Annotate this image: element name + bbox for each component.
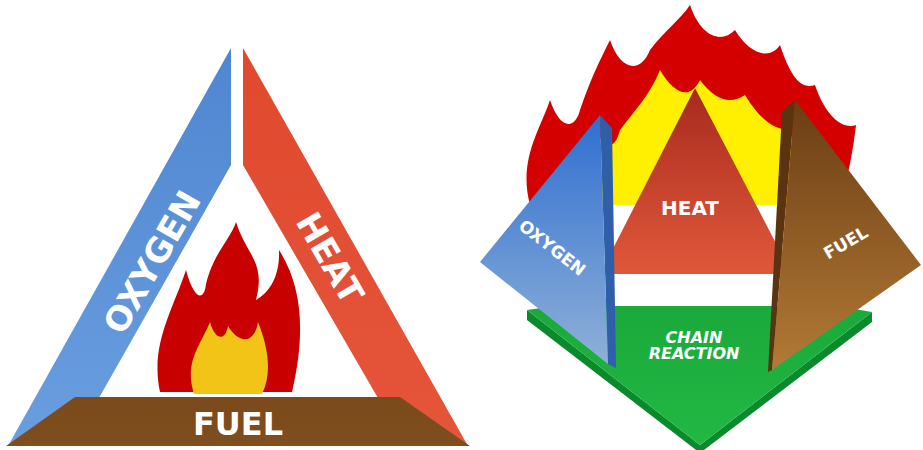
fire-element-band: FUEL <box>768 100 921 372</box>
band-shape <box>8 48 231 446</box>
band-shape <box>600 88 792 306</box>
band-face <box>527 298 872 445</box>
fire-element-band: HEAT <box>600 88 792 306</box>
band-shape <box>243 48 468 446</box>
element-label: FUEL <box>193 408 283 440</box>
fire-element-band: OXYGEN <box>8 48 231 446</box>
fire-element-band: HEAT <box>243 48 468 446</box>
band-face <box>612 272 790 306</box>
flame-inner <box>191 322 268 394</box>
band-face <box>243 48 468 446</box>
band-face <box>6 397 470 446</box>
element-label: CHAIN REACTION <box>624 330 764 362</box>
band-face <box>8 48 231 446</box>
fire-element-band: OXYGEN <box>480 115 616 368</box>
element-label: HEAT <box>661 198 719 218</box>
fire-element-band: FUEL <box>6 397 470 446</box>
band-face <box>600 88 792 274</box>
